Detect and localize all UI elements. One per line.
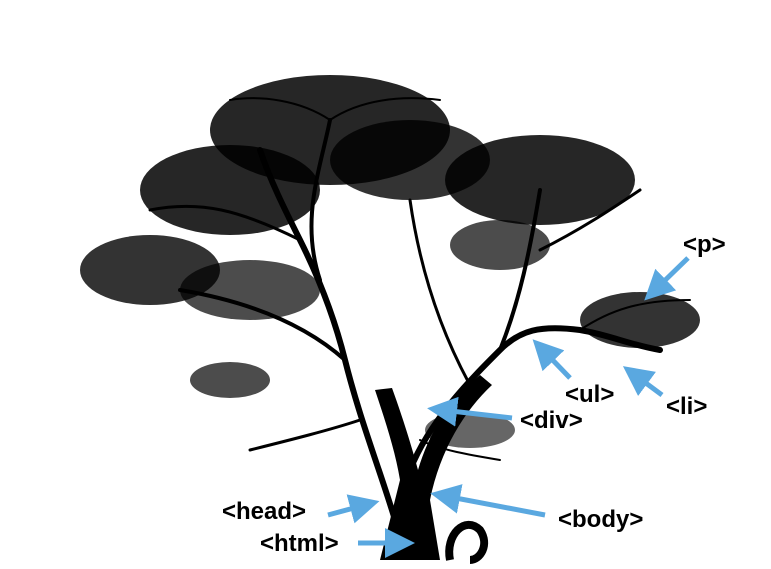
label-li: <li> bbox=[666, 393, 708, 420]
arrow-ul bbox=[532, 339, 572, 380]
arrow-p bbox=[644, 256, 690, 301]
tree-trunk bbox=[375, 375, 492, 560]
tree-root-loop bbox=[445, 520, 489, 564]
arrow-head bbox=[327, 494, 380, 524]
label-head: <head> bbox=[222, 498, 307, 525]
label-div: <div> bbox=[520, 407, 583, 434]
arrow-body bbox=[430, 484, 546, 518]
arrow-li bbox=[622, 366, 664, 398]
arrow-div bbox=[427, 396, 513, 427]
label-ul: <ul> bbox=[565, 381, 615, 408]
pointer-arrows bbox=[327, 256, 690, 558]
tree-branches bbox=[148, 97, 691, 523]
label-html: <html> bbox=[260, 530, 339, 557]
label-body: <body> bbox=[558, 506, 644, 533]
label-p: <p> bbox=[683, 231, 726, 258]
